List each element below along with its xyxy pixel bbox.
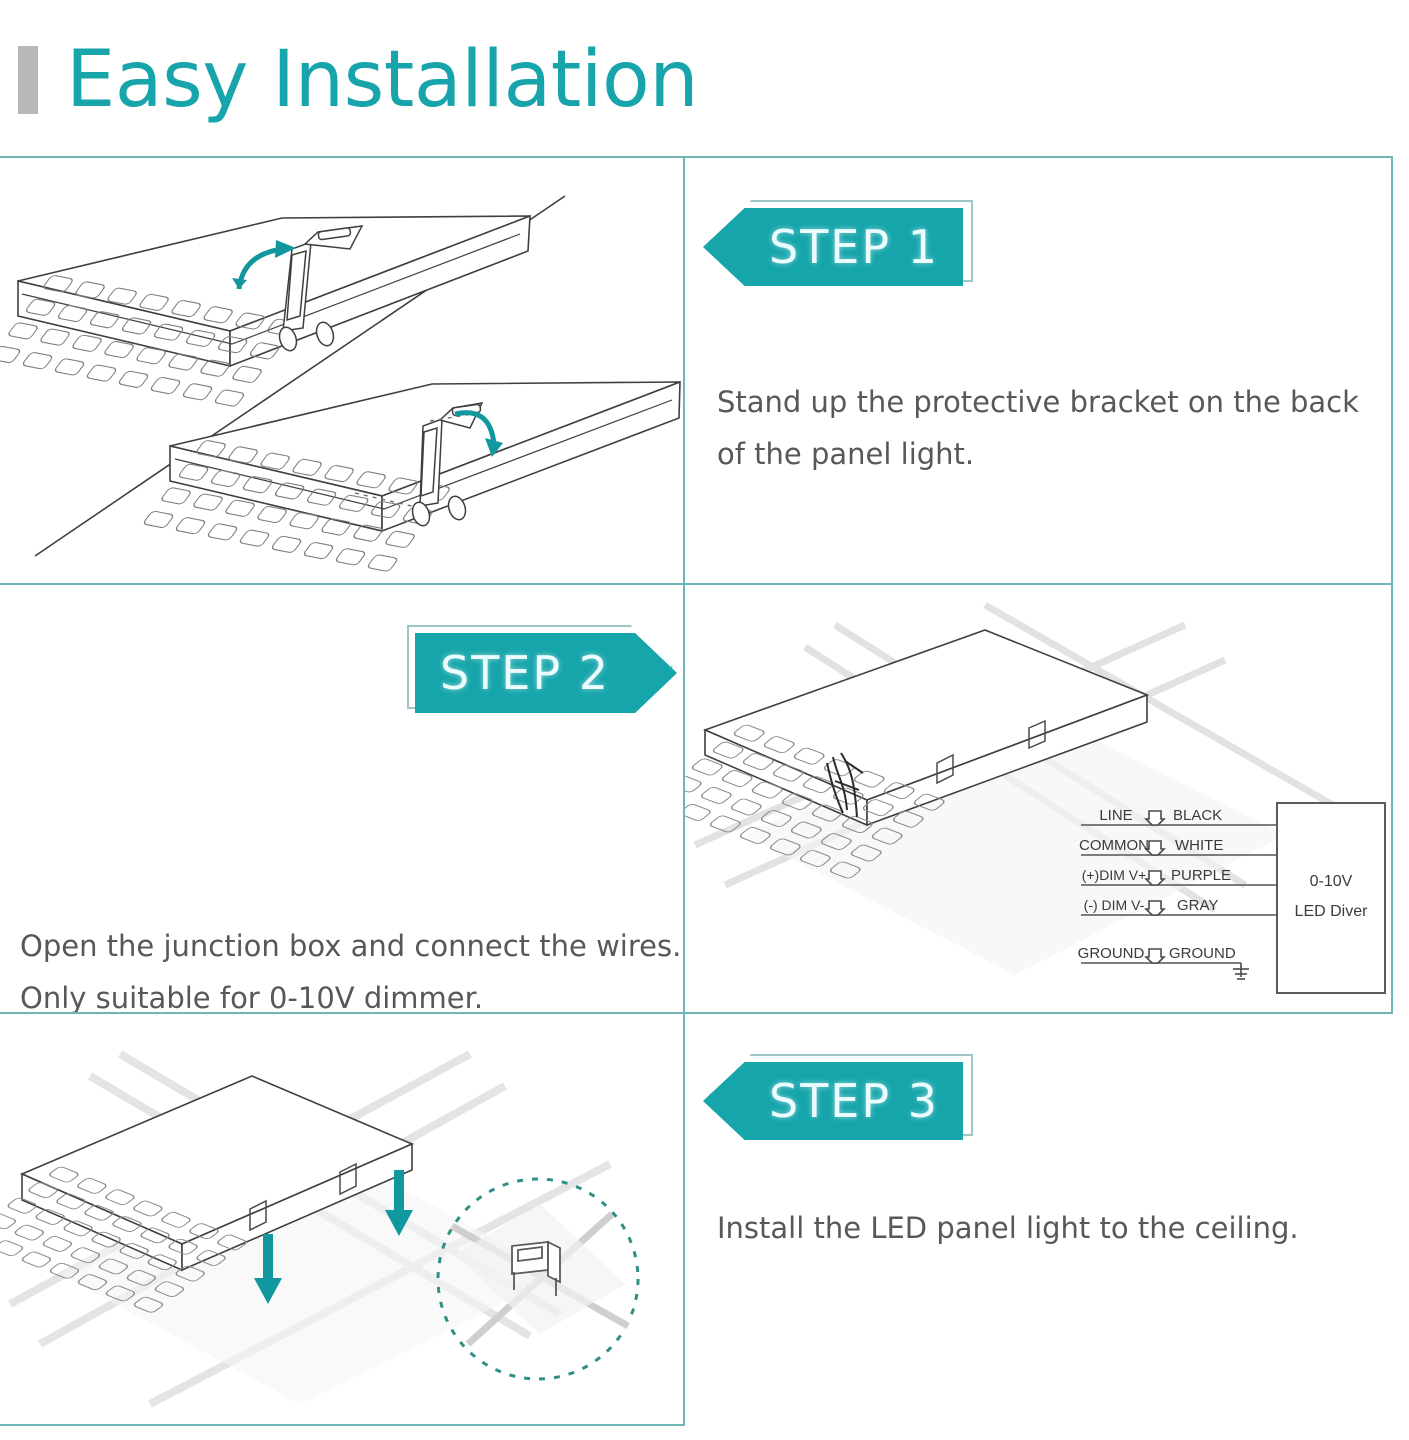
step-3-illustration	[0, 1014, 683, 1426]
step-2-description-line-2: Only suitable for 0-10V dimmer.	[20, 981, 484, 1012]
step-1-description: Stand up the protective bracket on the b…	[717, 376, 1377, 480]
grid-line-bottom-left	[0, 1424, 683, 1426]
steps-grid: STEP 1 Stand up the protective bracket o…	[0, 156, 1393, 1426]
step-1-badge-label: STEP 1	[703, 208, 963, 286]
step-2-description-line-1: Open the junction box and connect the wi…	[20, 929, 682, 963]
detail-callout	[436, 1177, 640, 1381]
title-accent-bar	[18, 46, 38, 114]
mounting-brackets	[936, 719, 1046, 785]
step-3-content: STEP 3 Install the LED panel light to th…	[685, 1014, 1393, 1426]
step-2-description: Open the junction box and connect the wi…	[20, 920, 682, 1012]
step-1-content: STEP 1 Stand up the protective bracket o…	[685, 156, 1393, 583]
step-2-badge[interactable]: STEP 2	[407, 625, 677, 713]
step-2-badge-label: STEP 2	[415, 633, 677, 713]
step-3-description-line-1: Install the LED panel light to the ceili…	[717, 1211, 1299, 1245]
step-1-illustration	[0, 156, 683, 583]
hanging-wires	[826, 752, 864, 818]
step-1-description-line-2: of the panel light.	[717, 437, 975, 471]
step-2-illustration: LINE BLACK COMMON WHITE (+)DIM V+ PURPLE…	[685, 585, 1393, 1012]
grid-line-vertical-center	[683, 156, 685, 1426]
grid-line-middle-2	[0, 1012, 1393, 1014]
mounting-brackets	[249, 1162, 357, 1232]
step-3-description: Install the LED panel light to the ceili…	[717, 1202, 1377, 1254]
page-title-row: Easy Installation	[0, 30, 699, 130]
grid-line-middle-1	[0, 583, 1393, 585]
step-1-description-line-1: Stand up the protective bracket on the b…	[717, 385, 1359, 419]
bracket-clip-detail	[511, 1240, 561, 1296]
step-2-content: STEP 2 Open the junction box and connect…	[0, 585, 683, 1012]
grid-line-top	[0, 156, 1393, 158]
wiring-schematic	[1081, 802, 1386, 994]
step-3-badge[interactable]: STEP 3	[703, 1054, 973, 1140]
grid-line-right	[1391, 156, 1393, 1012]
step-3-badge-label: STEP 3	[703, 1062, 963, 1140]
page-title: Easy Installation	[66, 35, 699, 125]
step-1-badge[interactable]: STEP 1	[703, 200, 973, 286]
install-direction-arrows	[254, 1170, 413, 1304]
